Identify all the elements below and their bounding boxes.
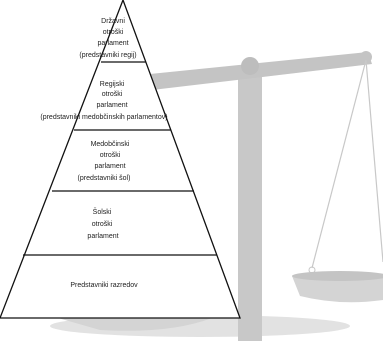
tier-line: otroški: [102, 91, 123, 98]
tier-line: parlament: [87, 233, 118, 240]
scale-pivot: [241, 57, 259, 75]
tier-line: Regijski: [100, 81, 125, 88]
tier-regional-parliament: Regijski otroški parlament (predstavniki…: [40, 81, 167, 121]
tier-school-parliament: Šolski otroški parlament: [87, 207, 118, 240]
tier-line: Šolski: [93, 207, 112, 216]
scale-pan-left: [58, 318, 212, 331]
balance-scale-icon: [50, 51, 383, 341]
tier-intermunicipal-parliament: Medobčinski otroški parlament (predstavn…: [78, 141, 132, 182]
scale-pillar: [238, 66, 262, 341]
tier-line: Državni: [101, 18, 125, 25]
scale-chain-right: [365, 59, 383, 263]
scale-pan-rim: [292, 271, 383, 281]
tier-line: (predstavniki regij): [79, 52, 136, 59]
tier-state-parliament: Državni otroški parlament (predstavniki …: [79, 18, 136, 59]
tier-line: otroški: [92, 221, 113, 228]
tier-line: Predstavniki razredov: [70, 282, 138, 289]
tier-line: Medobčinski: [91, 141, 130, 148]
scale-chain-left: [311, 59, 367, 269]
scale-beam: [150, 52, 372, 90]
scale-pan-right: [292, 276, 383, 303]
tier-line: parlament: [94, 163, 125, 170]
parliament-pyramid: Državni otroški parlament (predstavniki …: [0, 0, 241, 319]
tier-line: (predstavniki šol): [78, 175, 131, 182]
scale-arm-end: [360, 51, 372, 63]
tier-line: otroški: [103, 29, 124, 36]
tier-class-representatives: Predstavniki razredov: [70, 282, 138, 289]
pyramid-outline: [0, 0, 241, 319]
tier-line: (predstavniki medobčinskih parlamentov): [40, 114, 167, 121]
tier-line: otroški: [100, 152, 121, 159]
tier-line: parlament: [96, 102, 127, 109]
tier-line: parlament: [97, 40, 128, 47]
